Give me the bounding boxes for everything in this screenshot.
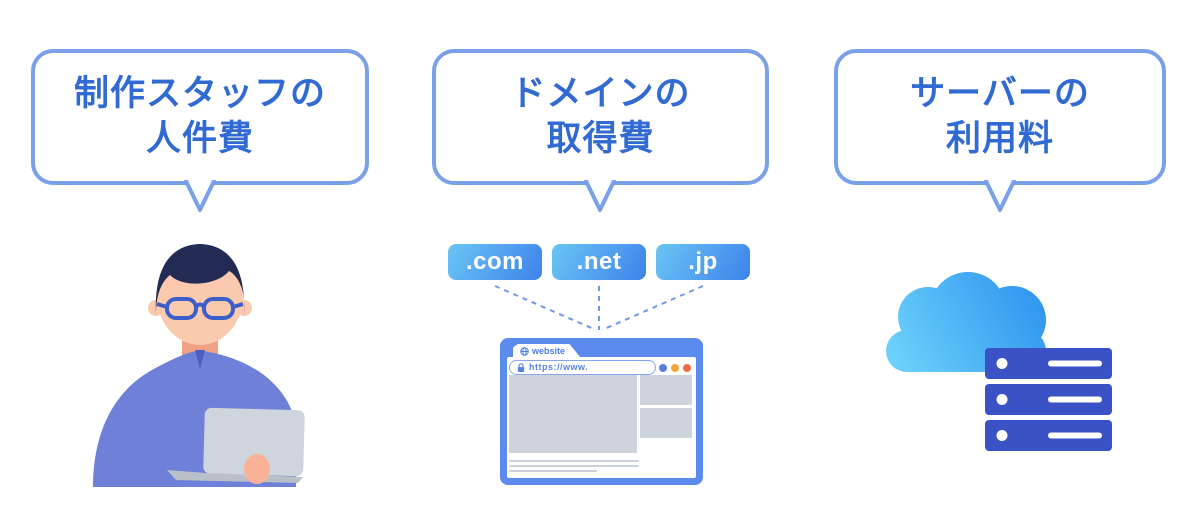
bubble-staff-cost-text: 制作スタッフの 人件費 <box>73 74 326 158</box>
bubble-server-cost-text: サーバーの 利用料 <box>910 74 1090 158</box>
glasses-icon <box>156 297 244 320</box>
browser-text-line-1 <box>509 460 639 462</box>
browser-menu-dot-orange <box>671 364 679 372</box>
person-hand <box>244 454 270 484</box>
laptop-base <box>167 470 303 483</box>
browser-content-main-placeholder <box>509 375 637 453</box>
browser-content-side-placeholder-2 <box>640 408 692 438</box>
bubble-staff-cost: 制作スタッフの 人件費 <box>31 49 369 185</box>
browser-window-illustration: website https://www. <box>500 338 703 485</box>
bubble-domain-cost-text: ドメインの 取得費 <box>510 74 691 158</box>
browser-tab: website <box>513 344 581 358</box>
globe-icon <box>520 346 529 356</box>
bubble-server-tail <box>984 180 1016 212</box>
shirt-collar-notch <box>195 350 205 369</box>
browser-menu-dots <box>659 364 691 372</box>
browser-viewport: https://www. <box>507 357 696 478</box>
browser-text-line-3 <box>509 470 597 472</box>
domain-connector-lines <box>494 285 704 331</box>
cloud-server-illustration <box>886 272 1112 451</box>
bubble-domain-tail <box>584 180 616 212</box>
browser-menu-dot-red <box>683 364 691 372</box>
cloud-icon <box>886 272 1046 372</box>
domain-pill-net-label: .net <box>576 248 622 275</box>
domain-pill-net: .net <box>552 244 646 280</box>
lock-icon <box>517 362 525 372</box>
browser-content-side-placeholder-1 <box>640 375 692 405</box>
person-hair <box>155 244 245 314</box>
domain-pill-jp: .jp <box>656 244 750 280</box>
person-with-laptop-illustration <box>93 244 305 487</box>
bubble-server-cost: サーバーの 利用料 <box>834 49 1166 185</box>
browser-url-text: https://www. <box>529 362 589 372</box>
browser-address-bar: https://www. <box>509 360 656 375</box>
browser-text-line-2 <box>509 465 639 467</box>
laptop-lid <box>203 407 305 477</box>
domain-pill-com-label: .com <box>465 248 524 275</box>
browser-menu-dot-blue <box>659 364 667 372</box>
server-rack-icon <box>985 348 1112 451</box>
bubble-domain-cost: ドメインの 取得費 <box>432 49 769 185</box>
bubble-staff-tail <box>184 180 216 212</box>
domain-pill-jp-label: .jp <box>688 248 718 275</box>
browser-tab-label: website <box>532 345 566 356</box>
domain-pill-com: .com <box>448 244 542 280</box>
